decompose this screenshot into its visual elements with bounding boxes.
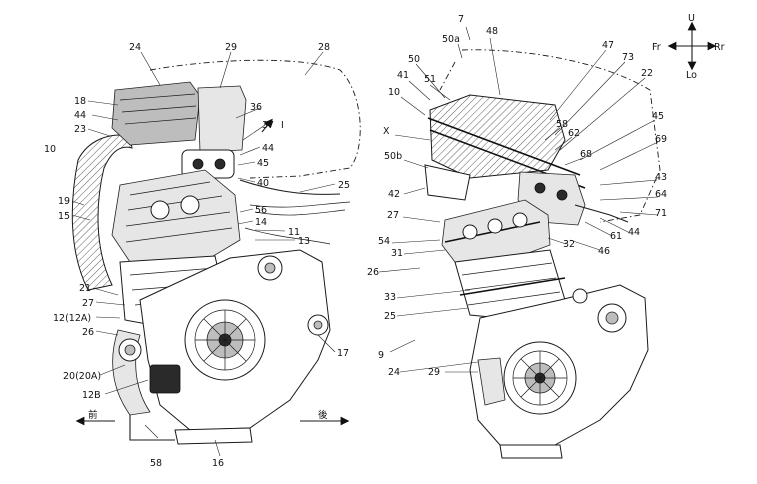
left-labels: 24 29 28 18 44 36 37 I 23 44 10 45 40 25… bbox=[44, 42, 350, 469]
r-label-41: 41 bbox=[397, 70, 409, 81]
compass-rear-label: Rr bbox=[714, 42, 725, 53]
r-label-X: X bbox=[383, 126, 390, 137]
compass-up-label: U bbox=[688, 13, 695, 24]
r-label-47: 47 bbox=[602, 40, 614, 51]
r-label-50a: 50a bbox=[442, 34, 460, 45]
section-arrow-icon bbox=[261, 118, 273, 133]
r-label-10: 10 bbox=[388, 87, 400, 98]
compass-front-label: Fr bbox=[652, 42, 661, 53]
r-label-32: 32 bbox=[563, 239, 575, 250]
r-label-58: 58 bbox=[556, 119, 568, 130]
label-17: 17 bbox=[337, 348, 349, 359]
label-20-20A: 20(20A) bbox=[63, 371, 101, 382]
r-label-48: 48 bbox=[486, 26, 498, 37]
r-label-61: 61 bbox=[610, 231, 622, 242]
r-label-42: 42 bbox=[388, 189, 400, 200]
r-label-29: 29 bbox=[428, 367, 440, 378]
label-37: 37 bbox=[262, 120, 274, 131]
left-figure: 24 29 28 18 44 36 37 I 23 44 10 45 40 25… bbox=[44, 42, 361, 469]
label-40: 40 bbox=[257, 178, 269, 189]
r-label-68: 68 bbox=[580, 149, 592, 160]
compass-down-label: Lo bbox=[686, 70, 697, 81]
r-label-31: 31 bbox=[391, 248, 403, 259]
label-11: 11 bbox=[288, 227, 300, 238]
label-44-upper: 44 bbox=[74, 110, 86, 121]
r-label-54: 54 bbox=[378, 236, 390, 247]
r-label-71: 71 bbox=[655, 208, 667, 219]
label-25: 25 bbox=[338, 180, 350, 191]
label-18: 18 bbox=[74, 96, 86, 107]
r-label-9: 9 bbox=[378, 350, 384, 361]
right-tank-outline bbox=[461, 49, 661, 223]
label-13: 13 bbox=[298, 236, 310, 247]
r-label-69: 69 bbox=[655, 134, 667, 145]
r-label-7: 7 bbox=[458, 14, 464, 25]
r-label-50: 50 bbox=[408, 54, 420, 65]
label-27: 27 bbox=[82, 298, 94, 309]
r-label-26: 26 bbox=[367, 267, 379, 278]
left-airbox bbox=[111, 81, 201, 146]
left-throttle-body bbox=[197, 85, 247, 153]
r-label-22: 22 bbox=[641, 68, 653, 79]
label-14: 14 bbox=[255, 217, 267, 228]
label-19: 19 bbox=[58, 196, 70, 207]
label-24: 24 bbox=[129, 42, 141, 53]
label-16: 16 bbox=[212, 458, 224, 469]
r-label-46: 46 bbox=[598, 246, 610, 257]
label-10: 10 bbox=[44, 144, 56, 155]
r-label-73: 73 bbox=[622, 52, 634, 63]
label-36: 36 bbox=[250, 102, 262, 113]
label-rear: 後 bbox=[318, 409, 328, 421]
label-58: 58 bbox=[150, 458, 162, 469]
compass-indicator: U Lo Fr Rr bbox=[652, 13, 725, 81]
left-cover-outline bbox=[149, 59, 361, 179]
left-cylinder-head bbox=[111, 169, 241, 263]
label-29: 29 bbox=[225, 42, 237, 53]
r-label-27: 27 bbox=[387, 210, 399, 221]
right-labels: 7 50a 48 47 73 50 22 41 51 10 45 58 62 X… bbox=[367, 14, 667, 378]
label-44-right: 44 bbox=[262, 143, 274, 154]
r-label-43: 43 bbox=[655, 172, 667, 183]
r-label-51: 51 bbox=[424, 74, 436, 85]
label-section-I: I bbox=[281, 120, 284, 131]
label-45: 45 bbox=[257, 158, 269, 169]
r-label-50b: 50b bbox=[384, 151, 402, 162]
label-12-12A: 12(12A) bbox=[53, 313, 91, 324]
r-label-25: 25 bbox=[384, 311, 396, 322]
label-23: 23 bbox=[74, 124, 86, 135]
label-15: 15 bbox=[58, 211, 70, 222]
label-front: 前 bbox=[88, 409, 98, 421]
right-figure: U Lo Fr Rr 7 50a 48 47 73 50 22 41 51 10… bbox=[367, 13, 725, 459]
r-label-24: 24 bbox=[388, 367, 400, 378]
label-12B: 12B bbox=[82, 390, 101, 401]
r-label-44: 44 bbox=[628, 227, 640, 238]
r-label-64: 64 bbox=[655, 189, 667, 200]
label-56: 56 bbox=[255, 205, 267, 216]
r-label-45: 45 bbox=[652, 111, 664, 122]
r-label-33: 33 bbox=[384, 292, 396, 303]
right-airbox bbox=[429, 94, 566, 179]
label-21: 21 bbox=[79, 283, 91, 294]
label-28: 28 bbox=[318, 42, 330, 53]
r-label-62: 62 bbox=[568, 128, 580, 139]
label-26: 26 bbox=[82, 327, 94, 338]
